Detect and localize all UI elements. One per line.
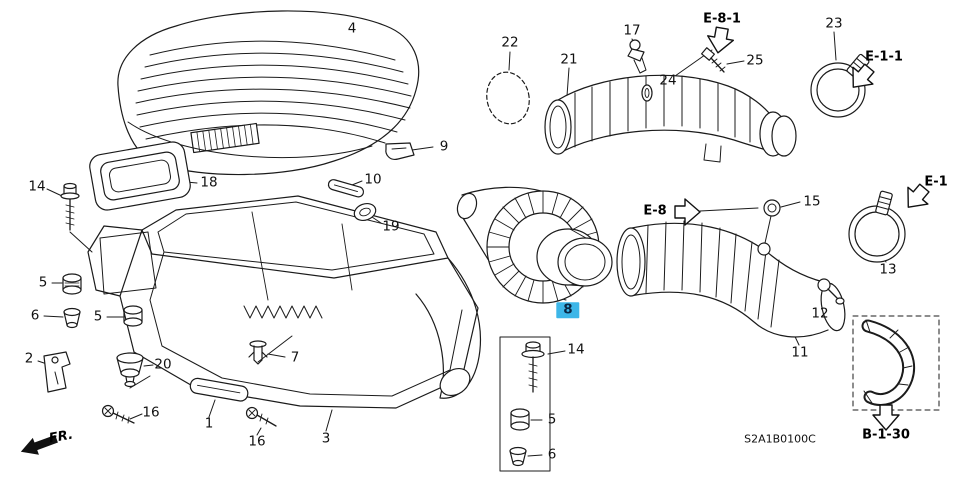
hose-clamp-13-art <box>848 190 906 263</box>
part-label-5-b: 5 <box>93 308 103 325</box>
part-label-11: 11 <box>791 344 809 361</box>
air-cleaner-case-art <box>87 195 482 409</box>
intake-duct-upper-art <box>544 74 797 163</box>
part-label-22: 22 <box>501 34 519 51</box>
part-label-15: 15 <box>803 193 821 210</box>
part-label-2: 2 <box>24 350 34 367</box>
e-1-arrow-icon <box>907 183 930 208</box>
hose-b-1-30-art <box>852 315 940 411</box>
bolt-14-left-art <box>60 182 80 231</box>
part-label-14-b: 14 <box>567 341 585 358</box>
bolt-25-art <box>700 47 726 73</box>
o-ring-24-art <box>641 84 653 102</box>
part-label-1: 1 <box>204 415 214 432</box>
diagram-code: S2A1B0100C <box>744 432 816 446</box>
part-label-23: 23 <box>825 15 843 32</box>
part-label-6-a: 6 <box>30 307 40 324</box>
b-1-30-arrow-icon <box>872 404 900 431</box>
part-label-24: 24 <box>659 72 677 89</box>
ref-label-e-8-1: E-8-1 <box>703 11 741 27</box>
part-label-16-a: 16 <box>142 404 160 421</box>
e-8-arrow-icon <box>674 198 701 226</box>
cushion-20-art <box>116 352 144 388</box>
bolt-6-a-art <box>63 307 81 329</box>
sensor-17-art <box>627 39 647 74</box>
part-label-12: 12 <box>811 305 829 322</box>
part-label-3: 3 <box>321 430 331 447</box>
part-label-5-c: 5 <box>547 411 557 428</box>
part-label-10: 10 <box>364 171 382 188</box>
ref-label-e-1-1: E-1-1 <box>865 49 903 65</box>
part-label-19: 19 <box>382 218 400 235</box>
air-cleaner-cover-art <box>117 10 420 176</box>
part-label-17: 17 <box>623 22 641 39</box>
hardware-group-box <box>499 336 551 472</box>
fr-arrow-icon <box>20 435 58 455</box>
grommet-5-b-art <box>123 305 143 327</box>
e-8-1-arrow-icon <box>707 26 735 54</box>
ref-label-b-1-30: B-1-30 <box>862 427 910 443</box>
fitting-12-art <box>817 278 845 305</box>
part-label-9: 9 <box>439 138 449 155</box>
part-label-20: 20 <box>154 356 172 373</box>
grommet-5-a-art <box>62 273 82 295</box>
clip-7-art <box>248 340 268 365</box>
part-label-7: 7 <box>290 349 300 366</box>
stay-10-art <box>327 179 365 198</box>
part-label-5-a: 5 <box>38 274 48 291</box>
screw-16-b-art <box>245 406 277 427</box>
part-label-6-c: 6 <box>547 446 557 463</box>
part-label-25: 25 <box>746 52 764 69</box>
part-label-21: 21 <box>560 51 578 68</box>
clamp-15-art <box>763 199 781 217</box>
part-label-16-b: 16 <box>248 433 266 450</box>
ref-label-e-8: E-8 <box>643 203 667 219</box>
part-label-4: 4 <box>347 20 357 37</box>
hook-19-art <box>353 202 377 222</box>
screw-16-a-art <box>101 404 135 424</box>
part-label-8-selected[interactable]: 8 <box>556 302 580 318</box>
cover-vent-grille <box>190 122 260 154</box>
bracket-2-art <box>43 351 71 393</box>
part-label-13: 13 <box>879 261 897 278</box>
bracket-9-art <box>385 142 415 160</box>
cone-filter-art <box>456 186 613 304</box>
ref-label-e-1: E-1 <box>924 174 948 190</box>
bolt-6-c-art <box>509 446 527 467</box>
duct-1-art <box>189 377 249 402</box>
intake-duct-lower-art <box>616 220 846 338</box>
ref-arrows <box>674 26 930 431</box>
grommet-5-c-art <box>510 408 530 431</box>
gasket-22-art <box>486 71 530 125</box>
bolt-14-right-art <box>521 341 545 393</box>
air-filter-element-art <box>89 141 191 211</box>
part-label-18: 18 <box>200 174 218 191</box>
part-label-14-a: 14 <box>28 178 46 195</box>
e-1-1-arrow-icon <box>852 63 875 88</box>
